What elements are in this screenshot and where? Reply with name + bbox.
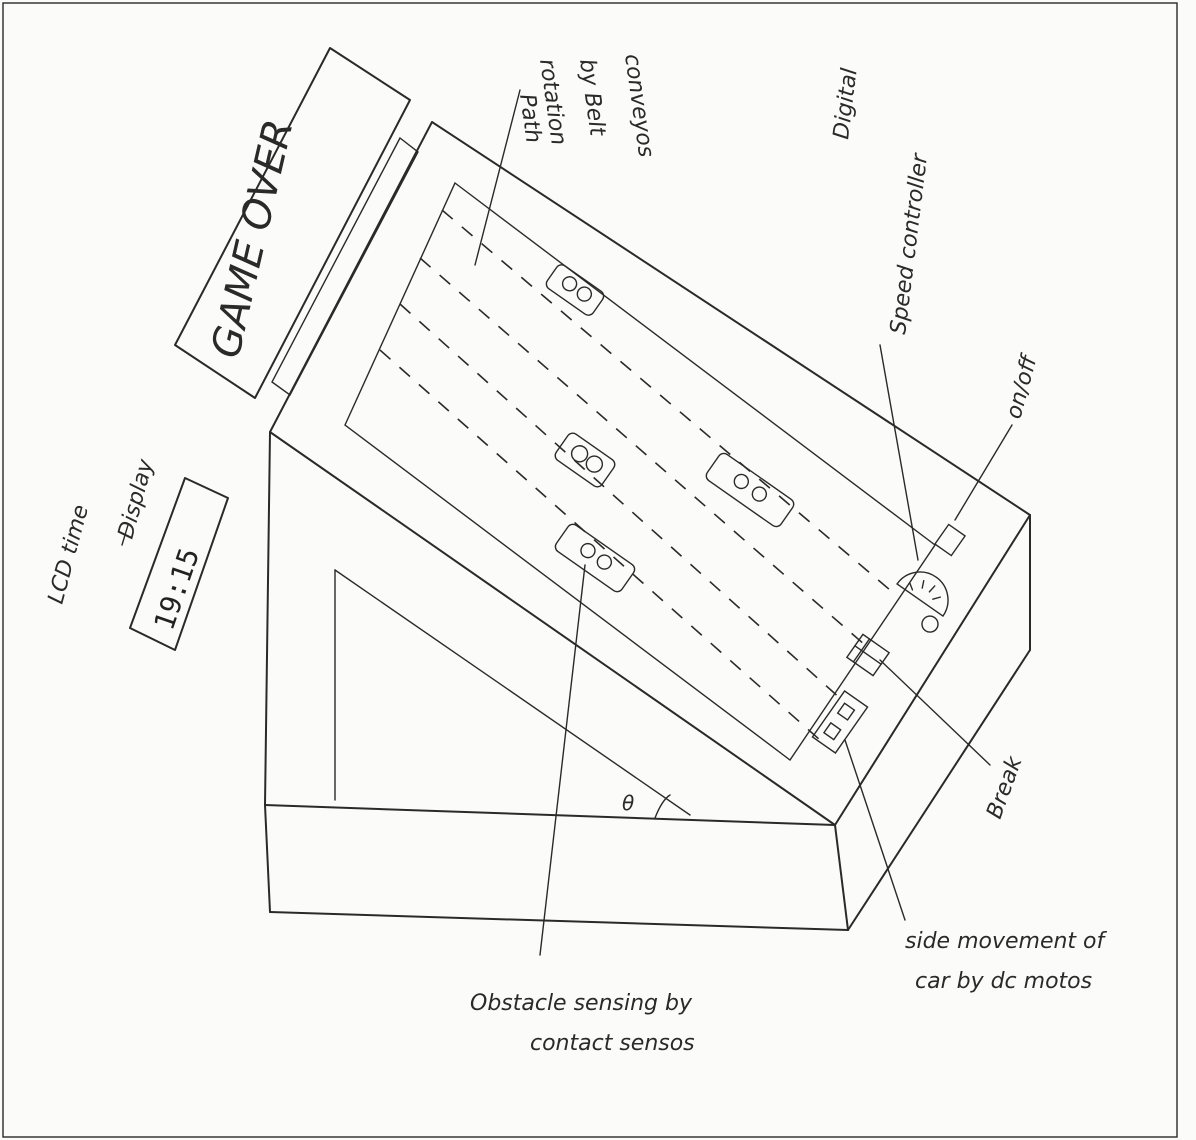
speed-dial-icon xyxy=(884,561,960,635)
speed-label-line1: Digital xyxy=(829,67,863,141)
angle-arc xyxy=(655,795,670,818)
obstacle-label-line2: contact sensos xyxy=(530,1031,695,1056)
brake-leader-line xyxy=(880,660,990,765)
speed-label-line2: Speed controller xyxy=(886,151,933,336)
speed-leader-line xyxy=(880,345,918,560)
side-label-line2: car by dc motos xyxy=(915,969,1092,994)
brake-pedal-icon xyxy=(847,634,889,675)
lcd-label-line1: LCD time xyxy=(44,502,94,606)
path-label-line4: conveyos xyxy=(619,52,658,158)
lcd-label-line2: Display xyxy=(114,456,159,542)
path-leader-line xyxy=(475,90,520,265)
path-label-line3: by Belt xyxy=(574,57,610,138)
onoff-label: on/off xyxy=(1002,351,1043,421)
obstacle-label-line1: Obstacle sensing by xyxy=(470,991,693,1016)
side-leader-line xyxy=(845,740,905,920)
on-off-switch-icon xyxy=(935,524,965,555)
side-label-line1: side movement of xyxy=(905,929,1108,954)
game-over-text: GAME OVER xyxy=(203,115,302,362)
angle-label: θ xyxy=(622,791,634,815)
car-4 xyxy=(553,522,637,594)
cabinet-base xyxy=(265,432,1030,930)
car-2 xyxy=(553,431,617,489)
track-lanes xyxy=(380,210,890,740)
brake-label: Break xyxy=(982,752,1028,822)
side-buttons-icon xyxy=(812,691,867,753)
